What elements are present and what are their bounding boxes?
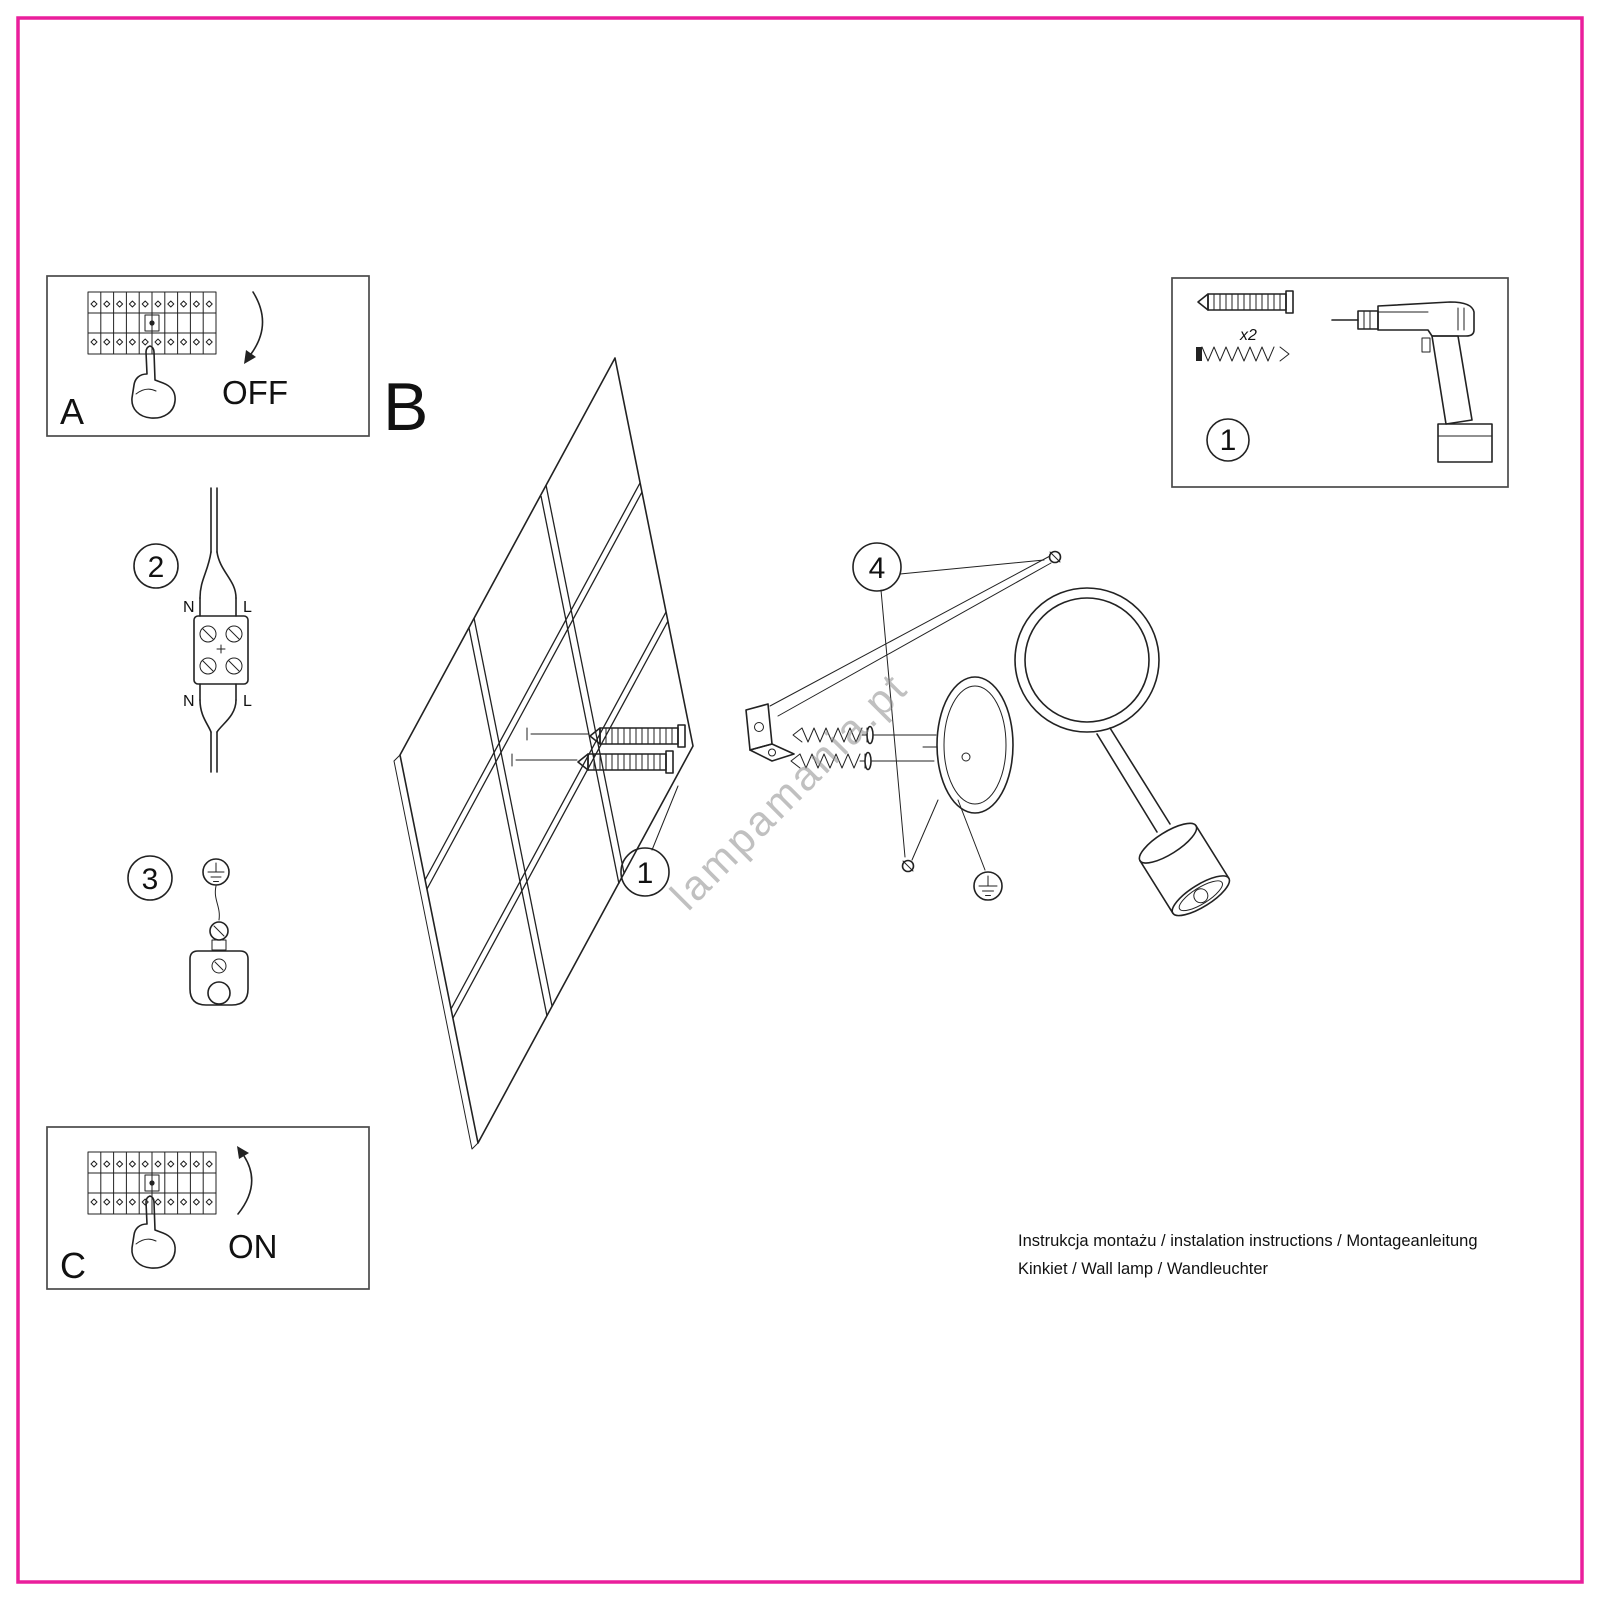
- lamp-loop: [1014, 587, 1160, 733]
- wire-label-n-bottom: N: [183, 693, 195, 710]
- terminal-block: [193, 615, 249, 685]
- step-4-group: 4: [769, 542, 1062, 901]
- step-1-badge: 1: [620, 785, 679, 897]
- svg-text:4: 4: [869, 552, 886, 585]
- footer-line-2: Kinkiet / Wall lamp / Wandleuchter: [1018, 1260, 1269, 1278]
- panel-a-box: OFF A: [46, 275, 370, 437]
- step-3-badge: 3: [127, 855, 173, 901]
- small-screw-top-icon: [1048, 550, 1062, 564]
- wire-label-l-top: L: [243, 599, 252, 616]
- panel-a-frame: [46, 275, 370, 437]
- drill-icon: [1331, 301, 1493, 463]
- lamp-drawing: [922, 587, 1231, 917]
- watermark: lampamania.pt: [661, 663, 917, 919]
- svg-text:1: 1: [1220, 424, 1237, 457]
- step-2-badge: 2: [133, 543, 179, 589]
- off-label: OFF: [222, 374, 288, 411]
- wiring-step: 2 N L N L: [133, 487, 252, 773]
- screw-icon: [1196, 346, 1290, 362]
- ground-symbol-icon: [202, 858, 230, 886]
- wall-panel-drawing: [393, 357, 694, 1150]
- wire-label-l-bottom: L: [243, 693, 252, 710]
- hw-step-badge: 1: [1206, 418, 1250, 462]
- hardware-box: x2 1: [1171, 277, 1509, 488]
- svg-text:3: 3: [142, 863, 159, 896]
- ground-symbol-main-icon: [973, 871, 1003, 901]
- footer-text: Instrukcja montażu / instalation instruc…: [1018, 1232, 1478, 1278]
- section-b-label: B: [383, 369, 428, 445]
- svg-text:1: 1: [637, 857, 654, 890]
- small-screw-bottom-icon: [901, 859, 915, 873]
- ground-terminal-drawing: [189, 885, 249, 1006]
- on-label: ON: [228, 1228, 278, 1265]
- qty-label: x2: [1239, 327, 1257, 344]
- on-arrow-icon: [237, 1146, 253, 1215]
- hand-icon: [131, 345, 176, 419]
- off-arrow-icon: [244, 291, 264, 364]
- mounting-bracket-drawing: [745, 703, 795, 762]
- wall-plug-1-icon: [589, 724, 686, 748]
- hardware-frame: [1171, 277, 1509, 488]
- lamp-arm: [1096, 727, 1171, 833]
- wiring-diagram: N L N L: [183, 487, 252, 773]
- breaker-panel-drawing: [87, 291, 217, 355]
- panel-c-letter: C: [60, 1245, 86, 1286]
- ground-step: 3: [127, 855, 249, 1006]
- lamp-shade: [1138, 822, 1231, 917]
- wire-label-n-top: N: [183, 599, 195, 616]
- lamp-base: [936, 676, 1014, 814]
- panel-c-box: ON C: [46, 1126, 370, 1290]
- fasteners-row: [511, 703, 937, 774]
- step-4-badge: 4: [852, 542, 902, 592]
- svg-text:2: 2: [148, 551, 165, 584]
- hand-icon-c: [131, 1195, 176, 1269]
- footer-line-1: Instrukcja montażu / instalation instruc…: [1018, 1232, 1478, 1250]
- panel-a-letter: A: [60, 391, 84, 432]
- breaker-panel-drawing-c: [87, 1151, 217, 1215]
- panel-c-frame: [46, 1126, 370, 1290]
- page-border: [16, 16, 1584, 1584]
- wall-plug-icon: [1197, 290, 1294, 314]
